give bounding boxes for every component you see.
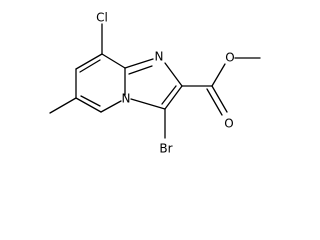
bond-carbonyl-o-double-b (206, 88, 223, 116)
bond-c8a-n1-inner (128, 65, 153, 75)
atom-labels: Cl N N Br O O (96, 11, 235, 156)
bond-carbonyl-o-ester (211, 63, 226, 87)
atom-label-oxygen-carbonyl: O (224, 117, 233, 131)
bonds (49, 23, 261, 139)
atom-label-oxygen-ester: O (225, 51, 234, 65)
bond-c6-methyl (49, 97, 77, 114)
bond-carbonyl-o-double-a (211, 85, 228, 113)
bond-c2-c3 (164, 85, 183, 110)
bond-c6-c5 (75, 97, 102, 113)
structure-svg: Cl N N Br O O (49, 11, 261, 156)
bond-c3-n4 (130, 98, 166, 110)
bond-c2-c3-inner (161, 85, 177, 105)
bond-n1-c2 (164, 62, 183, 87)
molecule-diagram: Cl N N Br O O (49, 11, 261, 156)
bond-c8a-n1 (124, 58, 154, 69)
atom-label-bromine: Br (159, 142, 172, 156)
atom-label-nitrogen-bridgehead: N (122, 92, 131, 106)
atom-label-chlorine: Cl (96, 11, 108, 25)
bond-c8-c7-inner (79, 59, 101, 73)
bond-c6-c5-inner (80, 95, 101, 107)
bond-c5-n4 (100, 100, 122, 113)
bond-c8-c8a (101, 53, 126, 69)
bond-c8-c7 (75, 53, 103, 70)
atom-label-nitrogen-imidazole: N (155, 50, 164, 64)
